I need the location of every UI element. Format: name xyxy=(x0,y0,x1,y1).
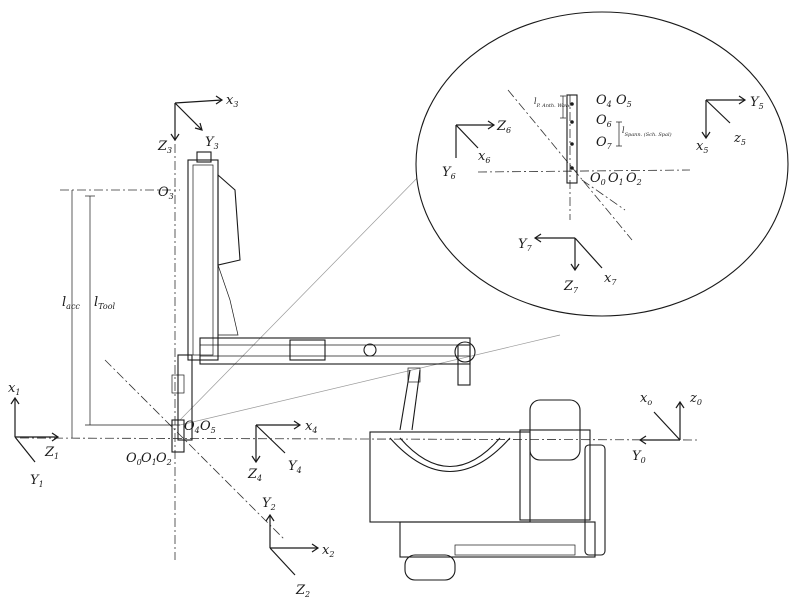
frame1-y-label: Y1 xyxy=(30,473,44,489)
dim-anth-label: lP. Anth. Wave xyxy=(534,97,571,109)
frame6-x-label: x6 xyxy=(478,149,490,165)
robot-base xyxy=(369,399,606,581)
frame6-y-label: Y6 xyxy=(442,165,456,181)
frame1-z-label: Z1 xyxy=(44,445,59,461)
robot-arm xyxy=(199,337,476,431)
robot-tool xyxy=(171,151,241,453)
zoom-o1-label: O1 xyxy=(608,171,624,187)
frame-2: Y2 x2 Z2 xyxy=(262,496,334,599)
zoom-o7-label: O7 xyxy=(596,135,613,151)
frame4-z-label: Z4 xyxy=(247,467,262,483)
frame5-z-label: z5 xyxy=(733,131,746,147)
frame-1: x1 Z1 Y1 xyxy=(8,381,59,489)
origin-1-label: O1 xyxy=(141,451,157,467)
zoom-callout-lines xyxy=(179,169,561,426)
dimension-lines xyxy=(60,189,180,438)
frame0-z-label: z0 xyxy=(689,391,702,407)
frame3-y-label: Y3 xyxy=(205,135,219,151)
frame2-x-label: x2 xyxy=(322,543,334,559)
zoom-detail: lP. Anth. Wave lSpann. (Sch. Spal) O4 O5… xyxy=(415,11,789,317)
origin-0-label: O0 xyxy=(126,451,142,467)
zoom-o5-label: O5 xyxy=(616,93,632,109)
dimension-labels: lacc lTool xyxy=(62,295,116,311)
frame4-y-label: Y4 xyxy=(288,459,302,475)
frame5-x-label: x5 xyxy=(696,139,708,155)
origin-5-label: O5 xyxy=(200,419,216,435)
frame-3: x3 Z3 Y3 xyxy=(157,93,238,155)
frame6-z-label: Z6 xyxy=(496,119,511,135)
origin-labels: O3 O4 O5 O0 O1 O2 xyxy=(126,185,216,467)
frame7-y-label: Y7 xyxy=(518,237,533,253)
origin-3-label: O3 xyxy=(158,185,174,201)
frame-5: Y5 x5 z5 xyxy=(696,95,764,155)
zoom-o2-label: O2 xyxy=(626,171,642,187)
frame3-x-label: x3 xyxy=(226,93,238,109)
frame5-y-label: Y5 xyxy=(750,95,764,111)
frame7-x-label: x7 xyxy=(604,271,617,287)
dim-spann-label: lSpann. (Sch. Spal) xyxy=(622,126,672,138)
dim-tool-label: lTool xyxy=(94,295,116,311)
frame2-z-label: Z2 xyxy=(295,583,310,599)
zoom-ellipse xyxy=(415,11,789,317)
frame-6: Z6 x6 Y6 xyxy=(442,119,511,181)
frame3-z-label: Z3 xyxy=(157,139,172,155)
frame1-x-label: x1 xyxy=(8,381,20,397)
frame-7: Y7 Z7 x7 xyxy=(518,233,617,295)
frame2-y-label: Y2 xyxy=(262,496,276,512)
dim-acc-label: lacc xyxy=(62,295,80,311)
frame0-y-label: Y0 xyxy=(632,449,646,465)
zoom-o4-label: O4 xyxy=(596,93,612,109)
frame4-x-label: x4 xyxy=(305,419,317,435)
origin-2-label: O2 xyxy=(156,451,172,467)
zoom-o6-label: O6 xyxy=(596,113,612,129)
centerlines xyxy=(19,110,701,560)
frame7-z-label: Z7 xyxy=(563,279,579,295)
origin-4-label: O4 xyxy=(184,419,200,435)
frame0-x-label: xo xyxy=(640,391,652,407)
frame-0: z0 xo Y0 xyxy=(632,391,702,465)
zoom-o0-label: O0 xyxy=(590,171,606,187)
frame-4: x4 Z4 Y4 xyxy=(247,419,317,483)
